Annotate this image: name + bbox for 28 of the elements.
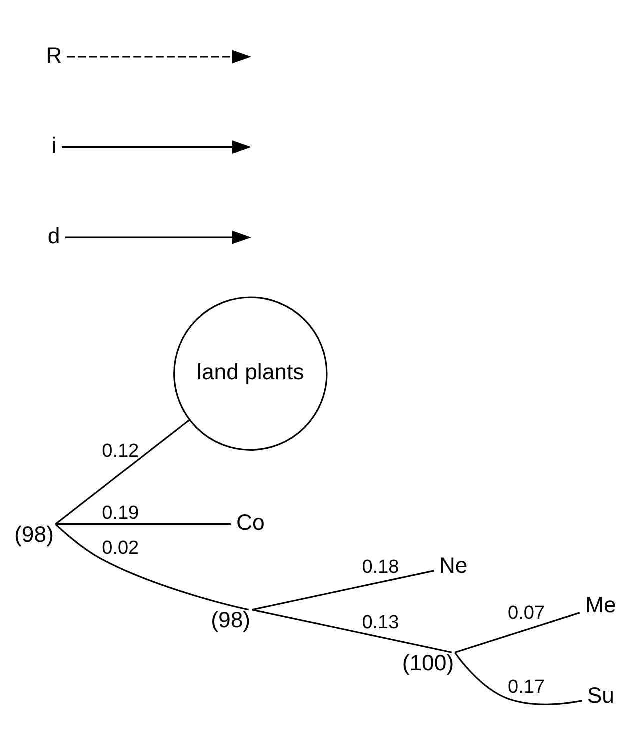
arrow [67,50,252,64]
node-text: Co [236,510,265,535]
connector [252,608,452,653]
edge-label: 0.02 [102,537,140,558]
node-text: d [48,222,60,248]
node-text: Su [587,682,614,708]
edge-label: 0.19 [102,502,140,524]
edge-label: 0.13 [362,612,400,633]
connector [55,524,249,610]
connector [454,652,583,705]
edge-label: 0.18 [362,556,400,578]
node-text: Me [586,592,616,618]
connector [56,523,232,525]
connector [455,612,580,653]
node-text: R [46,42,62,68]
node-text: Ne [439,552,468,578]
node-label: (98) [211,607,251,632]
edge-label: 0.07 [508,602,545,624]
node-label: (100) [402,650,454,675]
node-circle: land plants [174,296,328,450]
connector [55,419,190,524]
node-label: (98) [14,522,54,547]
arrow [66,230,252,244]
arrow [62,140,252,154]
node-text: i [52,132,57,158]
connector [252,570,434,610]
edge-label: 0.12 [102,440,140,462]
edge-label: 0.17 [508,676,545,698]
